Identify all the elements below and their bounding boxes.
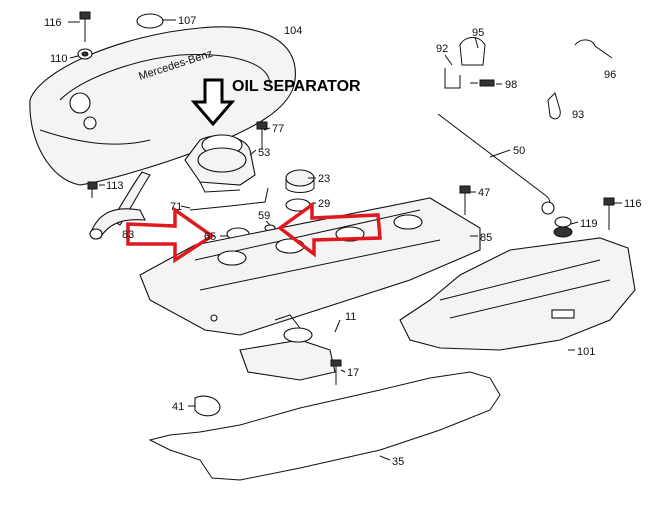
part-label: 53 bbox=[258, 147, 270, 159]
bracket bbox=[547, 92, 561, 120]
part-label: 96 bbox=[604, 69, 616, 81]
part-label: 59 bbox=[258, 210, 270, 222]
part-label: 35 bbox=[392, 456, 404, 468]
grommet bbox=[77, 48, 93, 60]
part-label: 116 bbox=[624, 198, 642, 210]
part-label: 104 bbox=[284, 25, 302, 37]
bolt-113 bbox=[87, 181, 98, 198]
oil-separator bbox=[184, 134, 256, 193]
part-label: 50 bbox=[513, 145, 525, 157]
clip-assembly bbox=[444, 37, 495, 89]
bolt-47 bbox=[459, 185, 471, 215]
part-label: 23 bbox=[318, 173, 330, 185]
part-label: 98 bbox=[505, 79, 517, 91]
part-label: 85 bbox=[480, 232, 492, 244]
part-label: 119 bbox=[580, 218, 598, 230]
oil-filler-cap bbox=[285, 169, 315, 193]
part-label: 110 bbox=[50, 53, 68, 65]
part-label: 107 bbox=[178, 15, 196, 27]
part-label: 65 bbox=[204, 231, 216, 243]
part-label: 116 bbox=[44, 17, 62, 29]
part-label: 71 bbox=[170, 201, 182, 213]
part-label: 113 bbox=[106, 180, 124, 192]
black-down-arrow bbox=[190, 78, 236, 127]
part-labels: 116 107 104 110 95 92 98 96 93 77 53 50 … bbox=[44, 15, 642, 468]
bolt-17 bbox=[330, 359, 342, 385]
grommet-119 bbox=[553, 216, 573, 238]
dipstick-tube bbox=[437, 113, 555, 215]
bolt-77 bbox=[256, 121, 268, 150]
part-label: 47 bbox=[478, 187, 490, 199]
part-label: 41 bbox=[172, 401, 184, 413]
bolt-top-right bbox=[603, 197, 615, 230]
part-label: 83 bbox=[122, 229, 134, 241]
lower-oil-separator bbox=[239, 314, 336, 381]
part-label: 17 bbox=[347, 367, 359, 379]
leader-lines bbox=[68, 19, 622, 461]
oil-separator-callout: OIL SEPARATOR bbox=[190, 78, 361, 127]
engine-cover-101 bbox=[399, 237, 636, 351]
breather-line bbox=[189, 187, 269, 211]
part-label: 29 bbox=[318, 198, 330, 210]
seal-ring bbox=[136, 13, 164, 29]
part-label: 93 bbox=[572, 109, 584, 121]
part-label: 77 bbox=[272, 123, 284, 135]
cable-tie bbox=[574, 39, 613, 59]
red-arrow-left bbox=[126, 206, 216, 264]
bolt-top-left bbox=[79, 11, 91, 42]
part-label: 95 bbox=[472, 27, 484, 39]
part-label: 11 bbox=[345, 311, 356, 323]
part-label: 101 bbox=[577, 346, 595, 358]
red-arrow-right bbox=[277, 201, 382, 258]
part-label: 92 bbox=[436, 43, 448, 55]
plug-seal bbox=[194, 395, 221, 417]
heading-text: OIL SEPARATOR bbox=[232, 78, 361, 95]
engine-cover: Mercedes-Benz bbox=[29, 26, 296, 186]
cover-gasket bbox=[148, 371, 501, 481]
hoses bbox=[89, 171, 151, 240]
